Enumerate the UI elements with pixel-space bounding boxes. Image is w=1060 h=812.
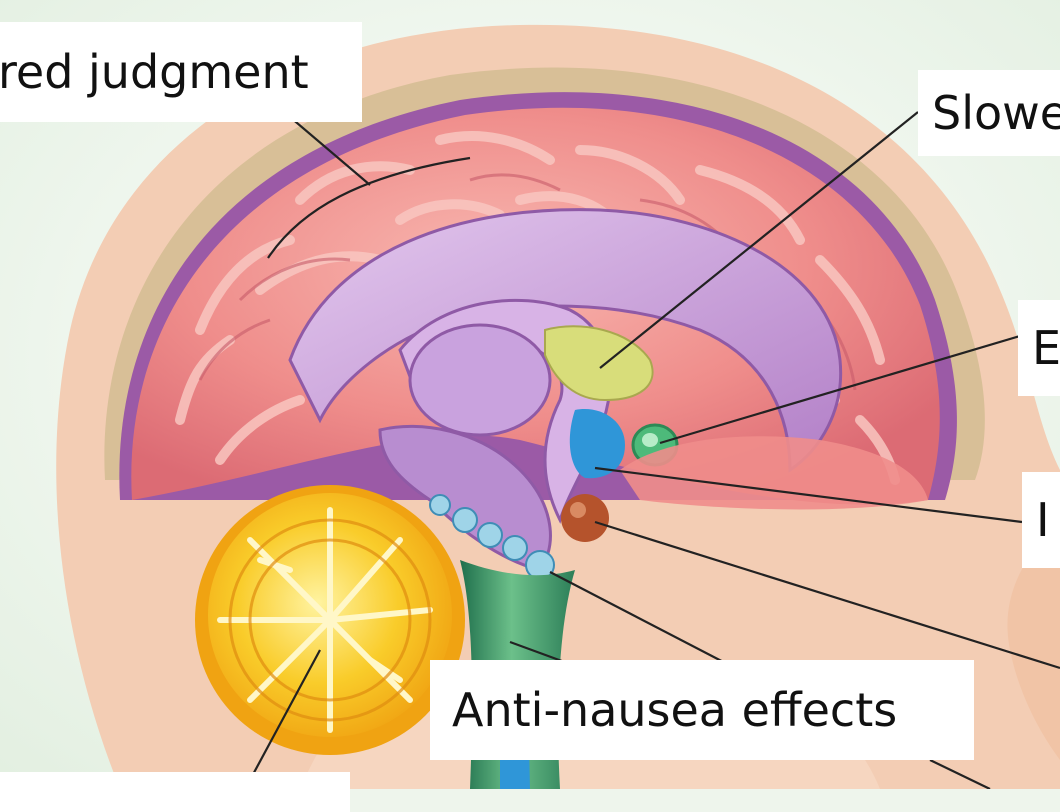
label-right-e: E bbox=[1018, 300, 1060, 396]
label-anti-nausea-text: Anti-nausea effects bbox=[452, 687, 897, 733]
label-impaired-judgment-text: red judgment bbox=[0, 49, 309, 95]
label-bottom-left bbox=[0, 772, 350, 812]
pituitary-highlight bbox=[570, 502, 586, 518]
label-slowed-text: Slowe bbox=[932, 90, 1060, 136]
label-impaired-judgment: red judgment bbox=[0, 22, 362, 122]
label-right-i-text: I bbox=[1036, 497, 1050, 543]
pituitary bbox=[561, 494, 609, 542]
label-anti-nausea: Anti-nausea effects bbox=[430, 660, 974, 760]
amygdala-highlight bbox=[642, 433, 658, 447]
label-right-i: I bbox=[1022, 472, 1060, 568]
label-slowed: Slowe bbox=[918, 70, 1060, 156]
cerebellum bbox=[195, 485, 465, 755]
label-right-e-text: E bbox=[1032, 325, 1060, 371]
thalamus bbox=[410, 325, 550, 435]
